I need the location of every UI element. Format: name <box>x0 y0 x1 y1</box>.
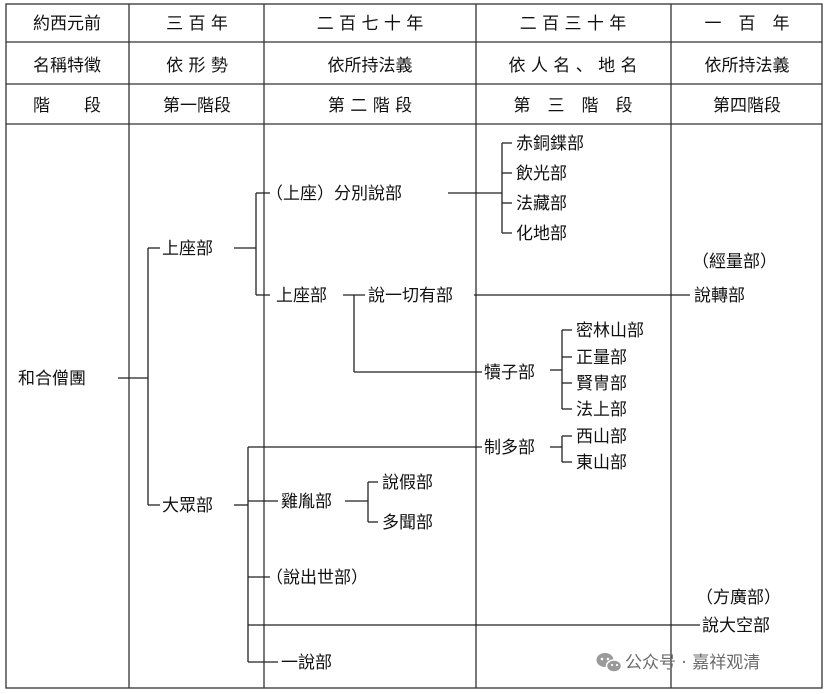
header-col1-row1: 約西元前 <box>33 14 101 34</box>
node-vibhajyavada: （上座）分別說部 <box>266 184 402 204</box>
node-lokottaravada: （說出世部） <box>266 568 368 588</box>
node-kukkutika: 雞胤部 <box>281 492 332 512</box>
node-mahisasaka: 化地部 <box>516 224 567 244</box>
node-sarvastivada: 說一切有部 <box>368 286 453 306</box>
node-dharmottariya: 法上部 <box>576 400 627 420</box>
header-col2-row1: 三 百 年 <box>166 14 228 34</box>
node-tamrasatiya: 赤銅鍱部 <box>516 134 584 154</box>
table-header: 約西元前 名稱特徵 階 段 三 百 年 依 形 勢 第一階段 二 百 七 十 年… <box>33 14 790 116</box>
node-kasyapiya: 飲光部 <box>516 164 567 184</box>
header-col3-row3: 第 二 階 段 <box>328 96 412 116</box>
node-root: 和合僧團 <box>18 369 86 389</box>
node-ekavyavaharika: 一說部 <box>281 653 332 673</box>
node-sautrantika-note: （經量部） <box>692 252 777 272</box>
lineage-connectors <box>118 142 700 663</box>
wechat-icon <box>596 653 623 673</box>
header-col3-row1: 二 百 七 十 年 <box>317 14 424 34</box>
node-channagirika: 密林山部 <box>576 321 644 341</box>
watermark: 公众号 · 嘉祥观清 <box>596 653 760 673</box>
node-mahasanghika: 大眾部 <box>162 496 213 516</box>
node-bhadrayaniya: 賢冑部 <box>576 374 627 394</box>
node-sthavira: 上座部 <box>162 239 213 259</box>
header-col1-row3: 階 段 <box>33 96 101 116</box>
node-vatsiputriya: 犢子部 <box>484 363 535 383</box>
header-col2-row3: 第一階段 <box>163 96 231 116</box>
school-nodes: 和合僧團 上座部 大眾部 （上座）分別說部 上座部 說一切有部 赤銅鍱部 飲光部… <box>18 134 781 673</box>
node-caitika: 制多部 <box>484 438 535 458</box>
node-sthavira2: 上座部 <box>276 286 327 306</box>
header-col4-row3: 第 三 階 段 <box>514 96 633 116</box>
outer-border <box>5 3 823 689</box>
watermark-text: 公众号 · 嘉祥观清 <box>625 653 760 673</box>
table-grid <box>5 3 823 689</box>
header-col4-row1: 二 百 三 十 年 <box>520 14 627 34</box>
header-col5-row2: 依所持法義 <box>705 56 790 76</box>
header-col2-row2: 依 形 勢 <box>166 56 228 76</box>
node-dharmaguptaka: 法藏部 <box>516 194 567 214</box>
node-aparasaila: 西山部 <box>576 427 627 447</box>
node-sautrantika: 說轉部 <box>694 286 745 306</box>
node-bahusrutiya: 多聞部 <box>382 513 433 533</box>
node-sunyavada: 說大空部 <box>702 616 770 636</box>
node-uttarasaila: 東山部 <box>576 453 627 473</box>
header-col5-row3: 第四階段 <box>713 96 781 116</box>
header-col4-row2: 依 人 名 、 地 名 <box>508 56 637 76</box>
header-col5-row1: 一 百 年 <box>705 14 790 34</box>
header-col1-row2: 名稱特徵 <box>33 56 101 76</box>
node-vaipulya-note: （方廣部） <box>696 588 781 608</box>
node-sammatiya: 正量部 <box>576 348 627 368</box>
header-col3-row2: 依所持法義 <box>328 56 413 76</box>
node-prajnaptivada: 說假部 <box>382 473 433 493</box>
